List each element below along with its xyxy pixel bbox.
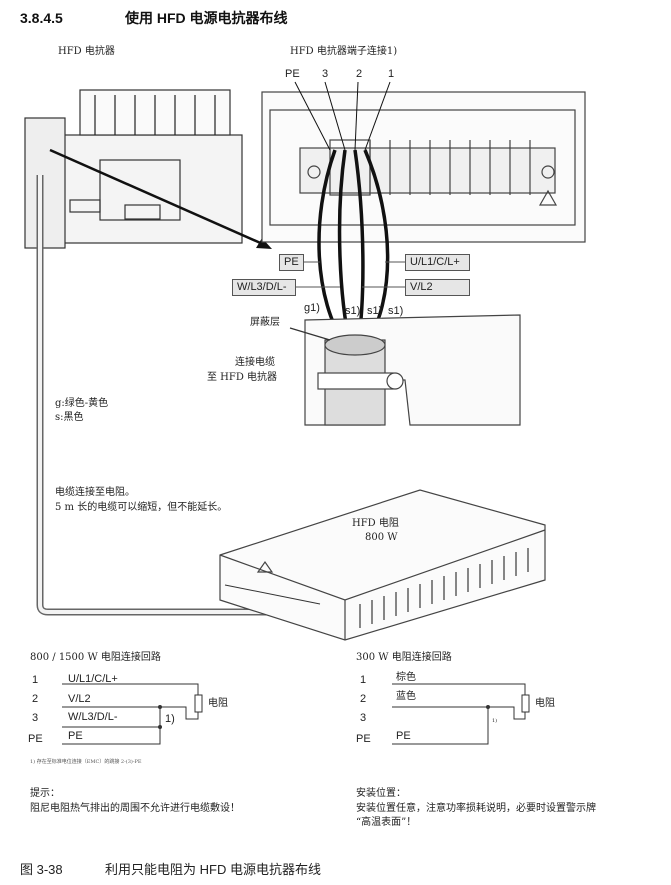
install-text: 安装位置任意，注意功率损耗说明，必要时设置警示牌: [356, 803, 596, 814]
footnote-mark: 1): [165, 713, 175, 725]
cable-label-2: 至 HFD 电抗器: [207, 372, 278, 383]
wire-mark-s: s1): [388, 305, 404, 317]
left-circuit-lines: [62, 683, 203, 745]
wire-mark-g: g1): [304, 302, 320, 314]
terminal-block-drawing: [261, 91, 586, 243]
footnote: 1) 存在至标准电位连接（EMC）的跳接 2-(3)-PE: [30, 759, 142, 765]
figure-caption: 利用只能电阻为 HFD 电源电抗器布线: [105, 862, 321, 877]
shield-label: 屏蔽层: [250, 317, 280, 328]
terminal-3: 3: [322, 68, 329, 80]
wire-name: U/L1/C/L+: [68, 673, 118, 685]
section-number: 3.8.4.5: [20, 10, 63, 26]
row-number: 1: [32, 674, 39, 686]
resistor-drawing: [219, 489, 546, 641]
right-circuit-lines: [392, 683, 530, 745]
wire-name: PE: [68, 730, 83, 742]
wire-name: W/L3/D/L-: [68, 711, 118, 723]
terminal-2: 2: [356, 68, 363, 80]
left-circuit-title: 800 / 1500 W 电阻连接回路: [30, 652, 161, 663]
reactor-label: HFD 电抗器: [58, 46, 115, 57]
resistor-symbol-label: 电阻: [208, 698, 228, 709]
row-number: 3: [360, 712, 367, 724]
terminal-pe: PE: [285, 68, 300, 80]
reactor-drawing: [24, 89, 243, 249]
terminal-1: 1: [388, 68, 395, 80]
wire-name: PE: [396, 730, 411, 742]
wire-box-v: V/L2: [405, 279, 470, 296]
wire-mark-s: s1): [367, 305, 383, 317]
hint-title: 提示：: [30, 788, 60, 799]
legend-g: g:绿色-黄色: [55, 398, 109, 409]
wire-mark-s: s1): [345, 305, 361, 317]
section-title: 使用 HFD 电源电抗器布线: [125, 10, 288, 26]
wire-box-w: W/L3/D/L-: [232, 279, 296, 296]
shield-clamp-drawing: [289, 314, 521, 426]
install-title: 安装位置：: [356, 788, 406, 799]
resistor-label: HFD 电阻: [352, 518, 399, 529]
row-number: 2: [32, 693, 39, 705]
cable-label: 连接电缆: [235, 357, 275, 368]
row-number: 3: [32, 712, 39, 724]
arrow: [49, 148, 266, 247]
resistor-power: 800 W: [365, 532, 398, 543]
row-number: 2: [360, 693, 367, 705]
right-circuit-title: 300 W 电阻连接回路: [356, 652, 452, 663]
terminal-label: HFD 电抗器端子连接1): [290, 46, 398, 57]
row-number: 1: [360, 674, 367, 686]
wire-name: 棕色: [396, 672, 416, 683]
row-number: PE: [28, 733, 43, 745]
wire-box-u: U/L1/C/L+: [405, 254, 470, 271]
wire-box-pe: PE: [279, 254, 304, 271]
legend-s: s:黑色: [55, 412, 84, 423]
wire-name: 蓝色: [396, 691, 416, 702]
hint-text: 阻尼电阻热气排出的周围不允许进行电缆敷设！: [30, 803, 240, 814]
cable-note-1: 电缆连接至电阻。: [55, 487, 135, 498]
wire-name: V/L2: [68, 693, 91, 705]
row-number: PE: [356, 733, 371, 745]
install-text-2: “高温表面”！: [356, 817, 417, 828]
cable-note-2: 5 m 长的电缆可以缩短，但不能延长。: [55, 502, 228, 513]
footnote-mark: 1): [492, 718, 498, 724]
resistor-symbol-label: 电阻: [535, 698, 555, 709]
figure-number: 图 3-38: [20, 862, 63, 877]
